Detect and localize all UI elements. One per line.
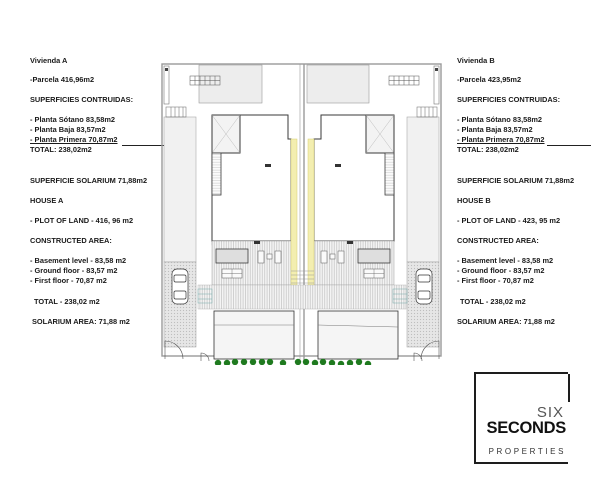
house-a-item-baja: - Planta Baja 83,57m2 — [30, 125, 106, 134]
logo-seconds: SECONDS — [486, 419, 567, 437]
house-a-total-es: TOTAL: 238,02m2 — [30, 145, 92, 154]
house-a-item-sotano: - Planta Sótano 83,58m2 — [30, 115, 116, 124]
house-a-plot: - PLOT OF LAND - 416, 96 m2 — [30, 216, 134, 225]
plot-boundary — [161, 63, 442, 363]
six-seconds-logo: SIX SECONDS PROPERTIES — [474, 372, 570, 464]
outdoor-table-b — [388, 75, 420, 86]
house-a-item-primera: - Planta Primera 70,87m2 — [30, 135, 118, 144]
house-b-item-first: - First floor - 70,87 m2 — [457, 276, 534, 285]
logo-six: SIX — [536, 404, 564, 421]
house-a-title-en: HOUSE A — [30, 196, 64, 205]
house-b-total-en: TOTAL - 238,02 m2 — [460, 297, 526, 306]
underline-rule — [122, 145, 182, 146]
house-a-solarium-en: SOLARIUM AREA: 71,88 m2 — [32, 317, 130, 326]
house-b-solarium-en: SOLARIUM AREA: 71,88 m2 — [457, 317, 555, 326]
house-a-item-first: - First floor - 70,87 m2 — [30, 276, 107, 285]
house-a-info: Vivienda A -Parcela 416,96m2 SUPERFICIES… — [30, 56, 182, 336]
car-a — [171, 268, 189, 305]
house-b-building — [313, 114, 395, 286]
house-a-superficies-heading: SUPERFICIES CONTRUIDAS: — [30, 95, 134, 104]
house-b-info: Vivienda B -Parcela 423,95m2 SUPERFICIES… — [457, 56, 597, 336]
house-a-parcela: -Parcela 416,96m2 — [30, 75, 95, 84]
house-b-item-sotano: - Planta Sótano 83,58m2 — [457, 115, 543, 124]
house-b-item-basement: - Basement level - 83,58 m2 — [457, 256, 554, 265]
house-b-item-primera: - Planta Primera 70,87m2 — [457, 135, 545, 144]
site-floor-plan — [161, 63, 442, 365]
house-a-constructed-heading: CONSTRUCTED AREA: — [30, 236, 112, 245]
underline-rule — [547, 145, 591, 146]
house-b-title-es: Vivienda B — [457, 56, 495, 65]
house-a-item-basement: - Basement level - 83,58 m2 — [30, 256, 127, 265]
house-a-solarium-es: SUPERFICIE SOLARIUM 71,88m2 — [30, 176, 148, 185]
house-b-plot: - PLOT OF LAND - 423, 95 m2 — [457, 216, 561, 225]
house-a-title-es: Vivienda A — [30, 56, 68, 65]
house-a-building — [211, 114, 295, 286]
house-b-item-baja: - Planta Baja 83,57m2 — [457, 125, 533, 134]
car-b — [415, 268, 433, 305]
logo-properties: PROPERTIES — [488, 447, 566, 456]
house-b-constructed-heading: CONSTRUCTED AREA: — [457, 236, 539, 245]
house-a-item-ground: - Ground floor - 83,57 m2 — [30, 266, 118, 275]
house-b-superficies-heading: SUPERFICIES CONTRUIDAS: — [457, 95, 561, 104]
house-b-total-es: TOTAL: 238,02m2 — [457, 145, 519, 154]
outdoor-table-a — [189, 75, 221, 86]
house-a-total-en: TOTAL - 238,02 m2 — [34, 297, 100, 306]
front-hedge-trees — [214, 358, 372, 365]
house-b-title-en: HOUSE B — [457, 196, 491, 205]
house-b-parcela: -Parcela 423,95m2 — [457, 75, 522, 84]
logo-frame — [474, 372, 570, 464]
house-b-item-ground: - Ground floor - 83,57 m2 — [457, 266, 545, 275]
house-b-solarium-es: SUPERFICIE SOLARIUM 71,88m2 — [457, 176, 575, 185]
